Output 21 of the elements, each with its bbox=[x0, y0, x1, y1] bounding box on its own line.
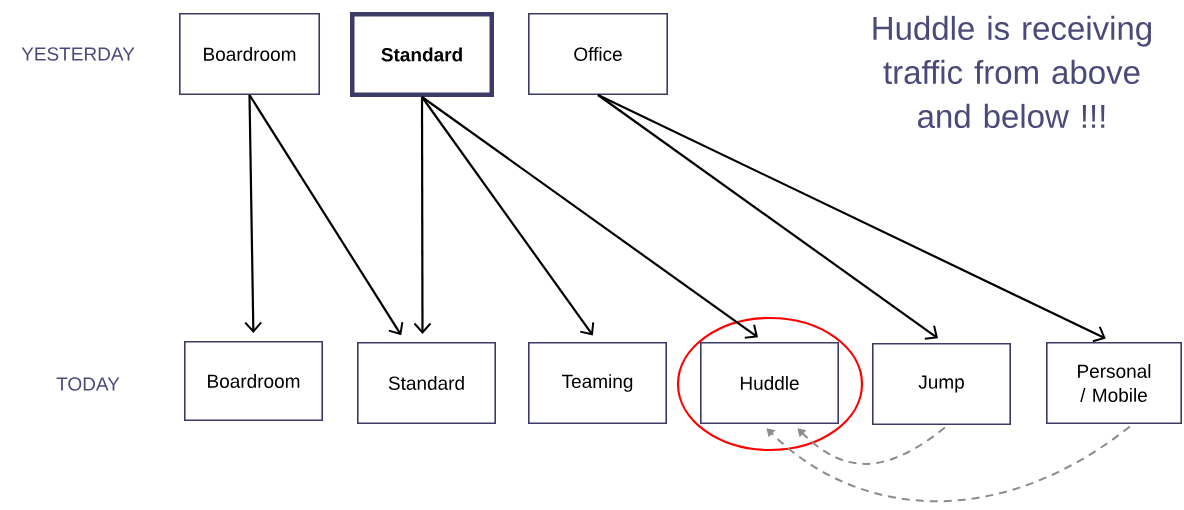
box: Huddle bbox=[700, 342, 839, 424]
arrow bbox=[421, 96, 595, 336]
box: Standard bbox=[357, 342, 496, 424]
arrow bbox=[597, 94, 1106, 343]
box: Boardroom bbox=[184, 341, 323, 421]
box: Teaming bbox=[528, 342, 667, 424]
dashed-arrow bbox=[766, 425, 1131, 503]
dashed-arrow bbox=[797, 426, 946, 465]
arrow bbox=[597, 94, 938, 340]
arrow bbox=[244, 94, 263, 333]
arrow bbox=[248, 94, 404, 336]
note-text: Huddle is receiving traffic from above and below !!! bbox=[873, 15, 1152, 129]
arrow bbox=[421, 96, 758, 339]
box: Boardroom bbox=[179, 13, 320, 95]
bold-box: Standard bbox=[350, 12, 494, 97]
box: Jump bbox=[872, 343, 1011, 425]
row-label: TODAY bbox=[56, 377, 120, 391]
box: Personal / Mobile bbox=[1046, 342, 1182, 424]
box: Office bbox=[528, 13, 668, 95]
arrow bbox=[413, 97, 432, 334]
row-label: YESTERDAY bbox=[21, 47, 135, 61]
